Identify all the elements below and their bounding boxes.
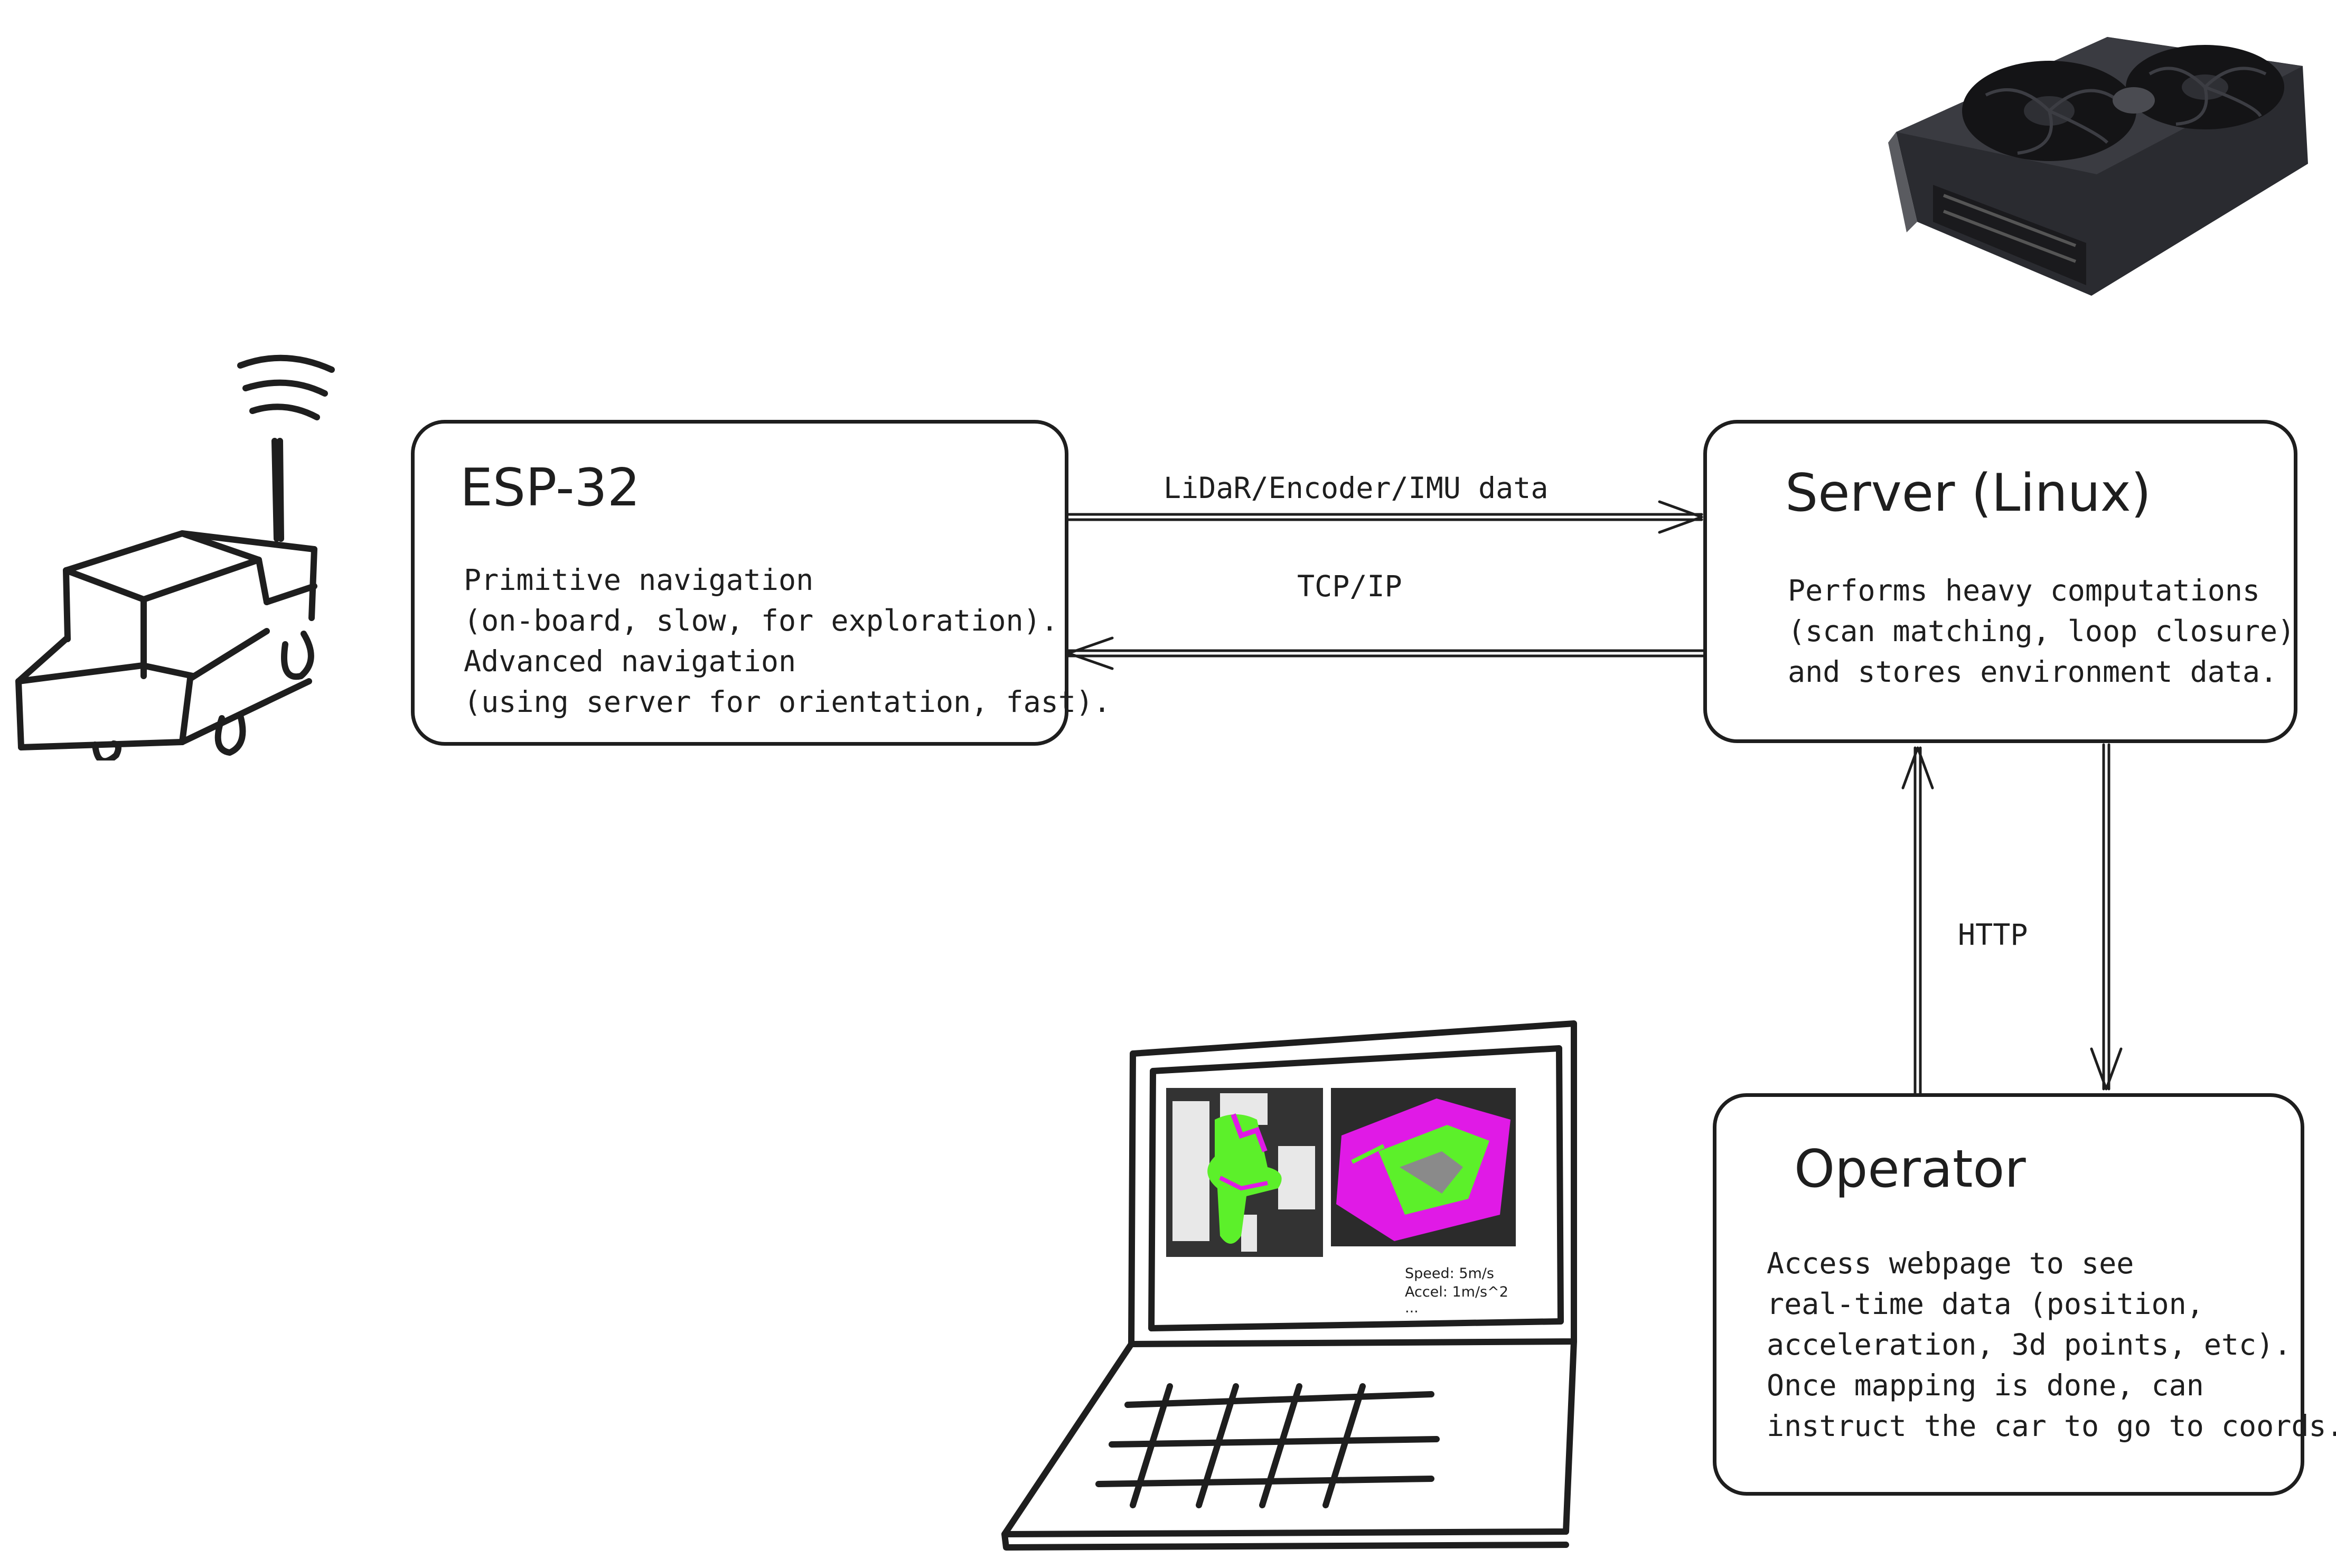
screen-stat-more: ... [1405, 1300, 1419, 1316]
esp32-node[interactable] [411, 420, 1068, 746]
server-line: Performs heavy computations [1788, 574, 2260, 607]
esp32-line: Primitive navigation [464, 563, 814, 597]
server-title: Server (Linux) [1785, 463, 2152, 523]
occupancy-map [1166, 1088, 1323, 1257]
server-line: and stores environment data. [1788, 655, 2278, 689]
esp32-title: ESP-32 [460, 458, 641, 518]
arrow-operator-to-server [1901, 746, 1934, 1095]
screen-stat-speed: Speed: 5m/s [1405, 1265, 1494, 1282]
car-sketch-icon [15, 354, 335, 760]
screen-stat-accel: Accel: 1m/s^2 [1405, 1284, 1508, 1300]
edge-label-http: HTTP [1958, 918, 2028, 952]
esp32-line: (using server for orientation, fast). [464, 685, 1111, 719]
point-cloud-view [1331, 1088, 1516, 1246]
edge-label-data: LiDaR/Encoder/IMU data [1164, 471, 1549, 505]
operator-description: Access webpage to see real-time data (po… [1767, 1243, 2336, 1447]
operator-line: Access webpage to see [1767, 1246, 2134, 1280]
operator-title: Operator [1794, 1139, 2026, 1199]
arrow-server-to-esp [1067, 636, 1705, 670]
gpu-image-icon [1888, 37, 2308, 296]
operator-line: instruct the car to go to coords. [1767, 1409, 2336, 1443]
arrow-esp-to-server [1067, 500, 1703, 534]
operator-line: Once mapping is done, can [1767, 1368, 2204, 1402]
esp32-line: (on-board, slow, for exploration). [464, 604, 1058, 637]
edge-label-tcp: TCP/IP [1297, 569, 1402, 603]
server-line: (scan matching, loop closure) [1788, 614, 2295, 648]
operator-node[interactable] [1713, 1093, 2304, 1496]
operator-line: real-time data (position, [1767, 1287, 2204, 1321]
esp32-description: Primitive navigation (on-board, slow, fo… [464, 560, 1111, 722]
arrow-server-to-operator [2090, 743, 2123, 1091]
server-description: Performs heavy computations (scan matchi… [1788, 570, 2295, 692]
operator-line: acceleration, 3d points, etc). [1767, 1328, 2292, 1362]
esp32-line: Advanced navigation [464, 644, 796, 678]
laptop-sketch-icon: Speed: 5m/s Accel: 1m/s^2 ... [1001, 1020, 1577, 1551]
server-node[interactable] [1703, 420, 2297, 743]
